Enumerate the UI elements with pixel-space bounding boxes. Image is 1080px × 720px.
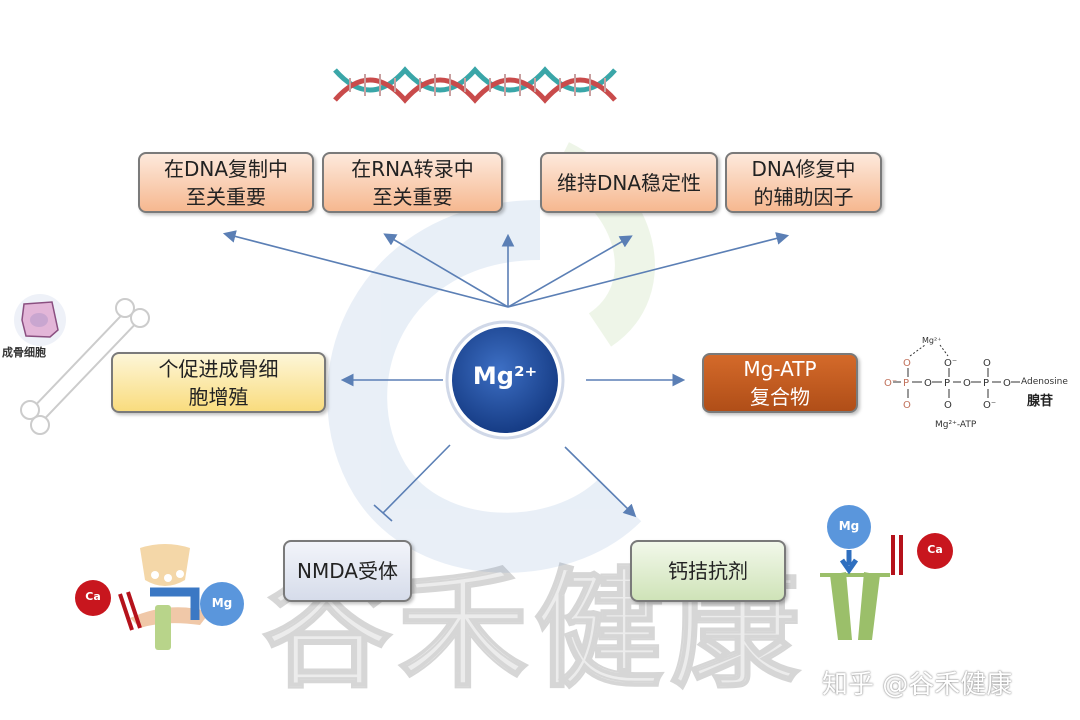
ca-ion-right: [917, 533, 953, 569]
calcium-channel-icon: [820, 535, 903, 640]
calcium-blocker-box: 钙拮抗剂: [630, 540, 786, 602]
atp-mg-label: Mg²⁺: [922, 336, 942, 345]
svg-text:O: O: [924, 378, 932, 389]
bone-icon: [20, 298, 150, 435]
svg-text:P: P: [903, 378, 909, 389]
mg-atp-caption: Mg²⁺-ATP: [935, 420, 977, 430]
blocker-ca-label: Ca: [927, 543, 943, 556]
svg-text:O⁻: O⁻: [884, 378, 897, 389]
svg-text:O: O: [983, 358, 991, 369]
dna-role-replication: 在DNA复制中 至关重要: [138, 152, 314, 213]
mg-atp-box: Mg-ATP 复合物: [702, 353, 858, 413]
mg-ion-circle: [452, 327, 558, 433]
blocker-mg-label: Mg: [838, 519, 860, 533]
nmda-box: NMDA受体: [283, 540, 412, 602]
mg-ion-right: [827, 505, 871, 549]
nmda-synapse-icon: [118, 544, 210, 650]
dna-role-stability: 维持DNA稳定性: [540, 152, 718, 213]
svg-text:O⁻: O⁻: [983, 400, 996, 411]
osteoblast-label: 成骨细胞: [2, 346, 46, 359]
osteoblast-box: 个促进成骨细 胞增殖: [111, 352, 326, 413]
svg-text:O: O: [963, 378, 971, 389]
adenosine-label: Adenosine: [1021, 377, 1068, 387]
dna-role-repair: DNA修复中 的辅助因子: [725, 152, 882, 213]
osteoblast-cell-icon: [14, 294, 66, 346]
svg-text:O: O: [903, 400, 911, 411]
svg-text:O: O: [1003, 378, 1011, 389]
ca-ion-left: [75, 580, 111, 616]
svg-text:O: O: [944, 400, 952, 411]
mg-ion-left: [200, 582, 244, 626]
nmda-mg-label: Mg: [211, 596, 233, 610]
svg-text:O⁻: O⁻: [944, 358, 957, 369]
svg-text:P: P: [983, 378, 989, 389]
arrows: [222, 230, 790, 522]
dna-role-transcription: 在RNA转录中 至关重要: [322, 152, 503, 213]
svg-text:P: P: [944, 378, 950, 389]
svg-text:O: O: [903, 358, 911, 369]
dna-helix-icon: [333, 66, 617, 104]
nmda-ca-label: Ca: [85, 590, 101, 603]
adenosine-cn-label: 腺苷: [1027, 394, 1054, 409]
mg-ion-label: Mg²⁺: [472, 362, 538, 390]
credit: 知乎 @谷禾健康: [822, 670, 1013, 700]
